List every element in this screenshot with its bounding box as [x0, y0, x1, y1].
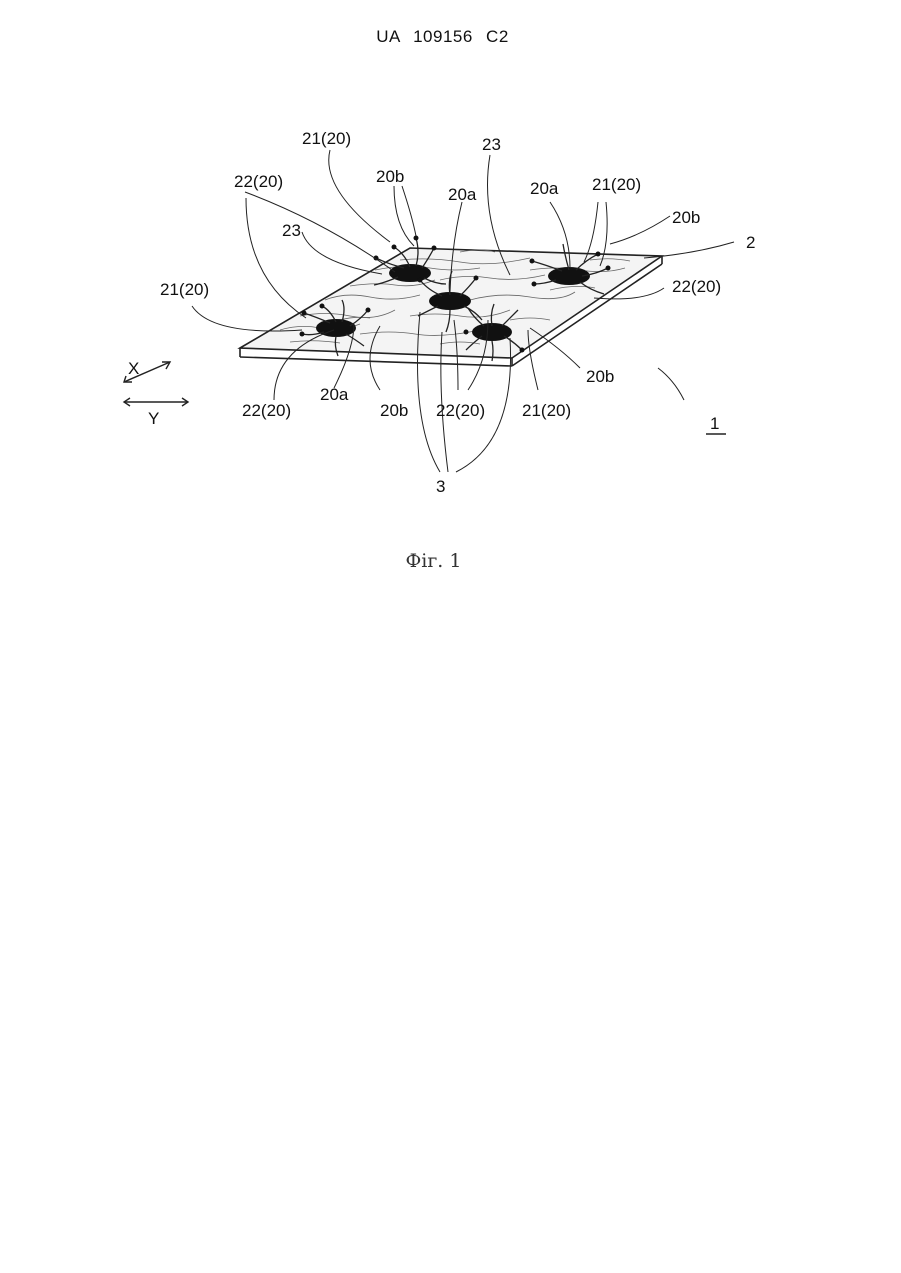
label-20b-bottom: 20b [380, 401, 408, 420]
label-22-20-topleft: 22(20) [234, 172, 283, 191]
label-axis-y: Y [148, 409, 159, 428]
label-20a-bottom: 20a [320, 385, 349, 404]
label-20b-right: 20b [672, 208, 700, 227]
label-21-20-top: 21(20) [302, 129, 351, 148]
label-20b-lowright: 20b [586, 367, 614, 386]
label-20a-right: 20a [530, 179, 559, 198]
figure-drawing: 21(20) 23 22(20) 20b 20a 20a 21(20) 20b … [110, 120, 790, 510]
label-21-20-bottom: 21(20) [522, 401, 571, 420]
label-23-top: 23 [482, 135, 501, 154]
label-ref-1: 1 [710, 414, 719, 433]
label-axis-x: X [128, 359, 139, 378]
label-22-20-bottom: 22(20) [436, 401, 485, 420]
label-21-20-left: 21(20) [160, 280, 209, 299]
label-22-20-bottomleft: 22(20) [242, 401, 291, 420]
patent-figure: 21(20) 23 22(20) 20b 20a 20a 21(20) 20b … [110, 120, 790, 510]
label-22-20-right: 22(20) [672, 277, 721, 296]
label-2: 2 [746, 233, 755, 252]
label-23-left: 23 [282, 221, 301, 240]
label-20b-top: 20b [376, 167, 404, 186]
label-20a-top: 20a [448, 185, 477, 204]
label-21-20-right: 21(20) [592, 175, 641, 194]
label-3: 3 [436, 477, 445, 496]
figure-caption: Фіг. 1 [0, 550, 867, 572]
patent-number-header: UA 109156 C2 [0, 27, 885, 47]
